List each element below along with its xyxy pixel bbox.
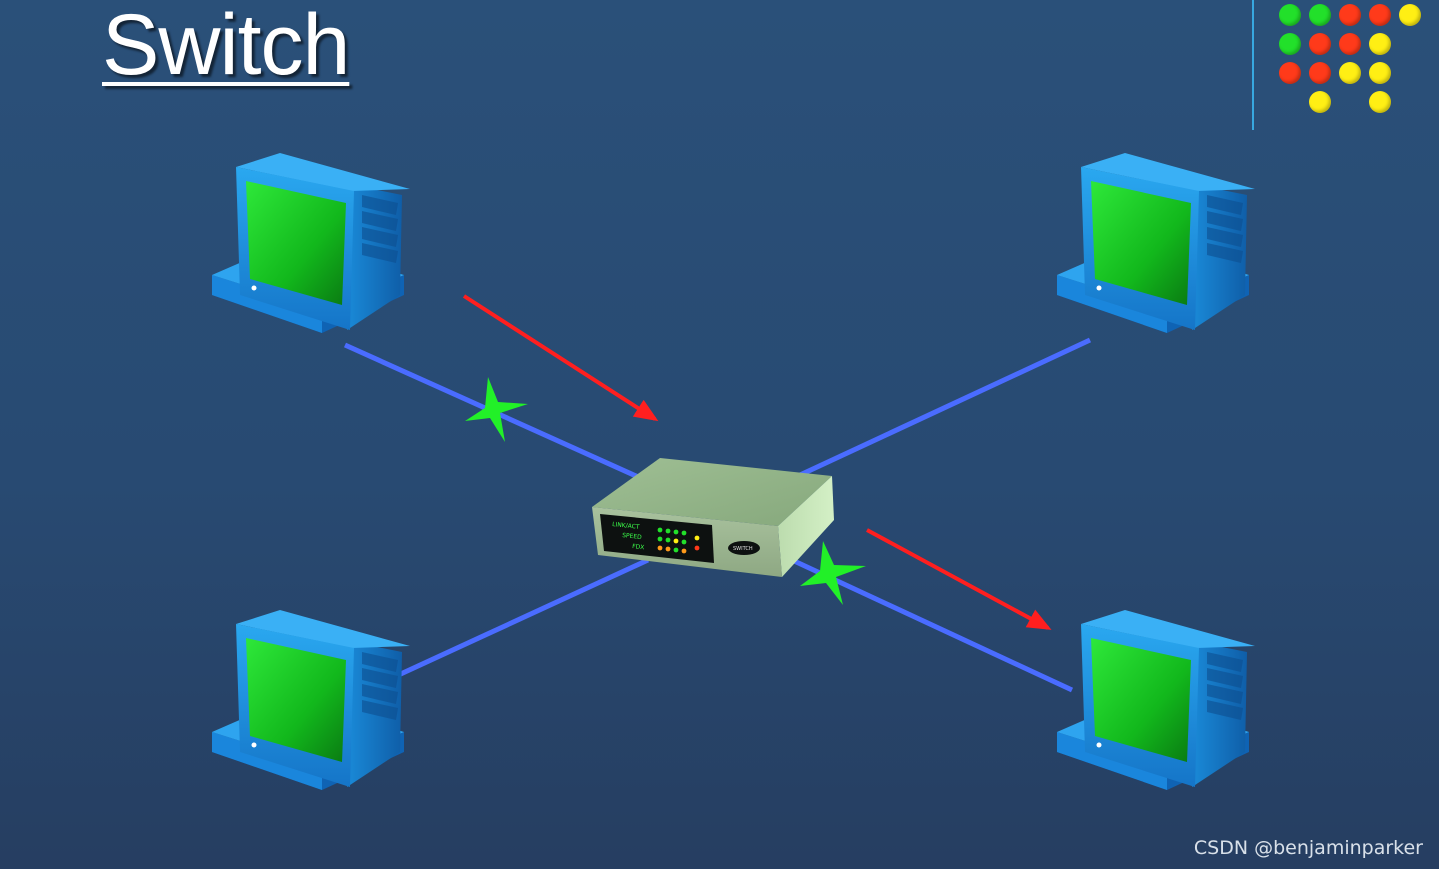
decor-dot [1279, 33, 1301, 55]
switch-label-linkact: LINK/ACT [612, 521, 640, 531]
decor-dot [1309, 91, 1331, 113]
decor-dot [1339, 33, 1361, 55]
computer-bottom-right-icon [1057, 610, 1255, 790]
slide-title: Switch [102, 0, 350, 93]
computer-top-left-icon [212, 153, 410, 333]
switch-led-grid [657, 527, 700, 554]
cable-bottom-left [390, 557, 650, 681]
cable-top-right [798, 337, 1092, 478]
decor-dot [1369, 91, 1391, 113]
decor-divider-line [1252, 0, 1254, 130]
decor-dot [1339, 4, 1361, 26]
decor-dot [1369, 33, 1391, 55]
decor-dot [1399, 4, 1421, 26]
switch-badge: SWITCH [733, 546, 753, 552]
cable-bottom-right [790, 557, 1074, 693]
decor-dot [1279, 62, 1301, 84]
switch-label-speed: SPEED [622, 532, 643, 541]
watermark: CSDN @benjaminparker [1193, 837, 1423, 859]
switch-label-fdx: FDX [632, 543, 645, 551]
data-flow-arrow-out [866, 528, 1052, 630]
computer-bottom-left-icon [212, 610, 410, 790]
decor-dot [1339, 62, 1361, 84]
decor-dot [1309, 33, 1331, 55]
decor-dot [1279, 4, 1301, 26]
packet-star-right-icon [800, 541, 866, 605]
decor-dot [1309, 4, 1331, 26]
packet-star-left-icon [465, 377, 528, 442]
computer-top-right-icon [1057, 153, 1255, 333]
decor-dot [1369, 62, 1391, 84]
network-switch-icon: LINK/ACT SPEED FDX SWITCH [592, 458, 834, 577]
data-flow-arrow-in [462, 294, 659, 422]
decor-dot [1309, 62, 1331, 84]
decor-dot [1369, 4, 1391, 26]
